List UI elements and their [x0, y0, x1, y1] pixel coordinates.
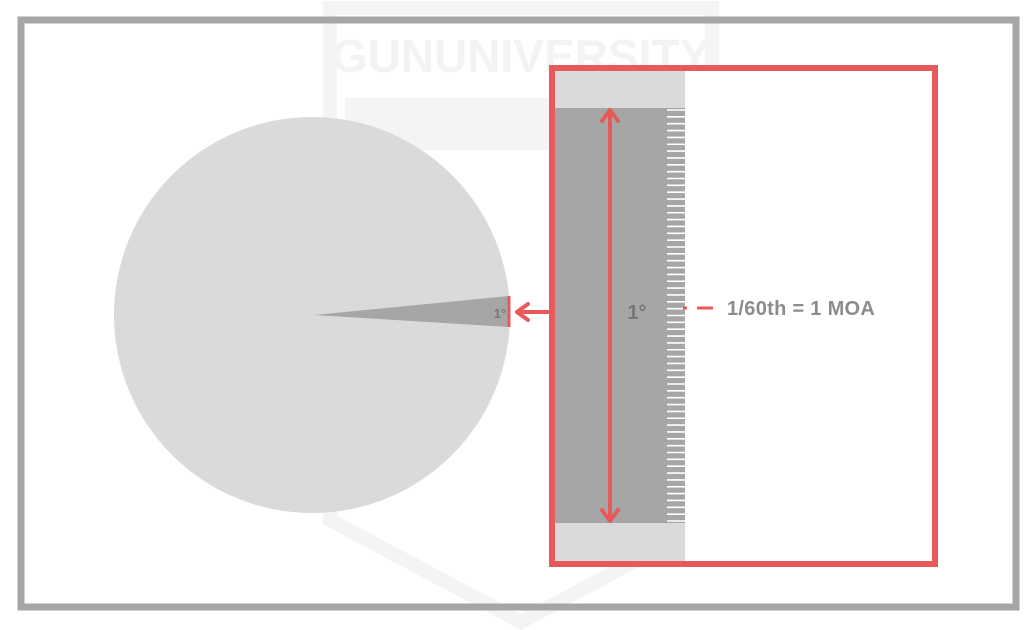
- degree-span-arrow: [600, 108, 620, 523]
- one-degree-wedge: [314, 296, 509, 327]
- magnified-angle-label: 1°: [627, 302, 646, 324]
- zoom-arrow-head: [515, 302, 530, 322]
- magnified-degree-band: [555, 108, 685, 523]
- magnified-strip-bottom: [555, 523, 685, 561]
- magnified-angle-label-bg: [622, 298, 654, 326]
- outer-frame: [17, 16, 1020, 611]
- magnified-strip-top: [555, 71, 685, 108]
- zoom-arrow: [515, 302, 554, 322]
- minute-ticks: [667, 109, 685, 522]
- moa-label: 1/60th = 1 MOA: [727, 298, 875, 320]
- degree-span-arrow-head-top: [600, 108, 620, 123]
- wedge-angle-label: 1°: [494, 306, 506, 321]
- full-circle: [114, 117, 510, 513]
- degree-span-arrow-head-bottom: [600, 508, 620, 523]
